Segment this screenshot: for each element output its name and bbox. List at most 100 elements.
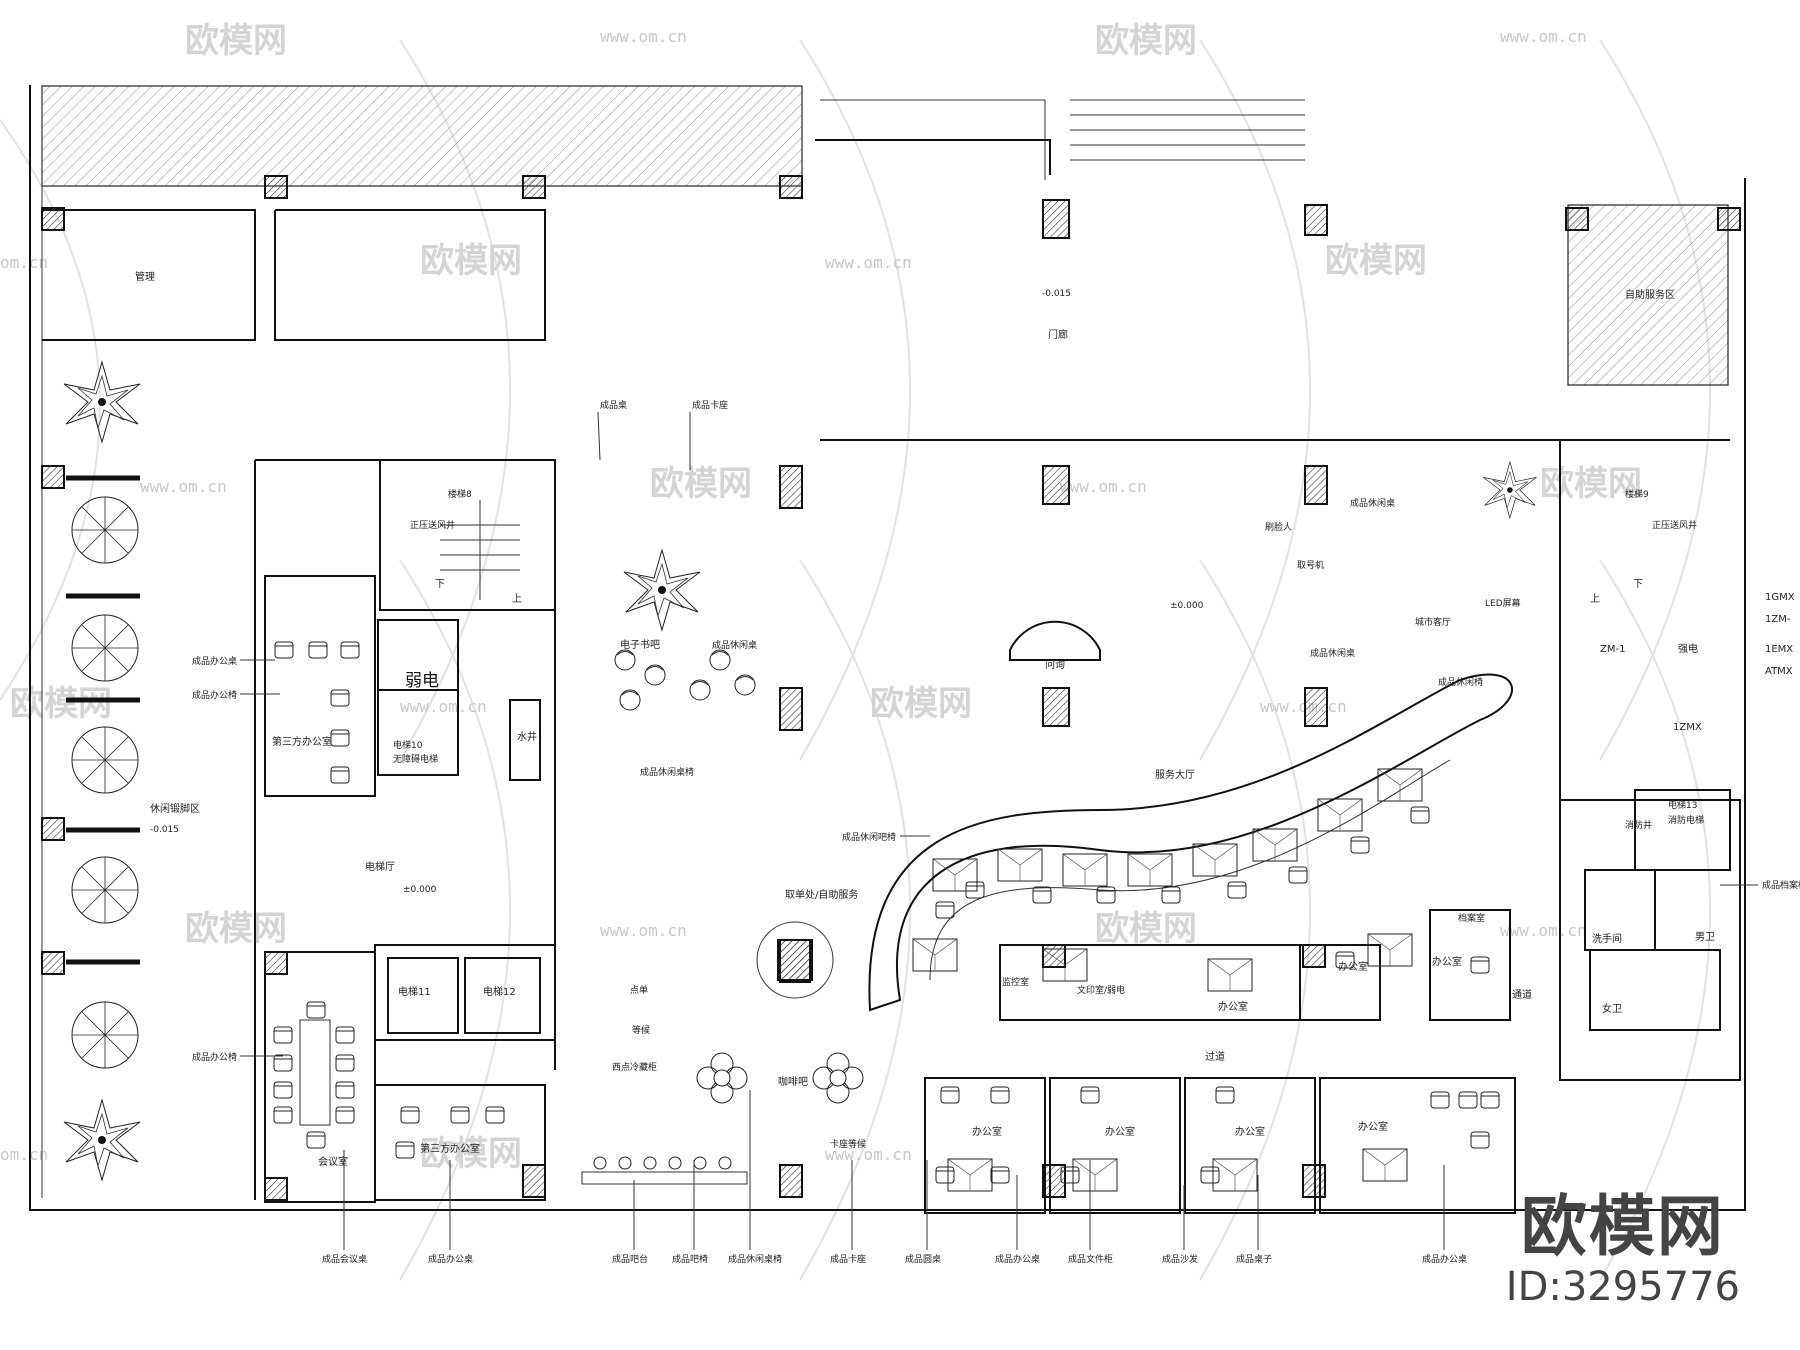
svg-text:办公室: 办公室 bbox=[1432, 955, 1462, 968]
svg-text:卡座等候: 卡座等候 bbox=[830, 1138, 866, 1150]
svg-text:上: 上 bbox=[1590, 593, 1600, 605]
svg-text:±0.000: ±0.000 bbox=[1170, 601, 1204, 611]
bottom-label: 成品沙发 bbox=[1162, 1253, 1198, 1265]
svg-text:成品休闲椅: 成品休闲椅 bbox=[1438, 676, 1483, 688]
svg-text:楼梯8: 楼梯8 bbox=[448, 488, 472, 500]
svg-text:管理: 管理 bbox=[135, 270, 155, 283]
svg-text:下: 下 bbox=[435, 579, 445, 590]
svg-text:成品休闲桌: 成品休闲桌 bbox=[712, 639, 757, 651]
svg-text:强电: 强电 bbox=[1678, 642, 1698, 655]
svg-text:监控室: 监控室 bbox=[1002, 976, 1029, 988]
svg-text:洗手间: 洗手间 bbox=[1592, 932, 1622, 945]
svg-text:无障碍电梯: 无障碍电梯 bbox=[393, 753, 438, 765]
svg-text:欧模网: 欧模网 bbox=[1095, 909, 1197, 949]
svg-text:办公室: 办公室 bbox=[1235, 1125, 1265, 1138]
svg-text:±0.000: ±0.000 bbox=[403, 885, 437, 895]
room-labels: 管理 自助服务区 门廊 -0.015 楼梯8 正压送风井 下 上 弱电 水井 第… bbox=[135, 270, 1795, 1168]
bottom-label: 成品圆桌 bbox=[905, 1253, 941, 1265]
svg-text:www.om.cn: www.om.cn bbox=[825, 1145, 912, 1164]
benches bbox=[66, 475, 140, 965]
svg-text:正压送风井: 正压送风井 bbox=[410, 519, 455, 531]
svg-text:电梯13: 电梯13 bbox=[1668, 799, 1697, 811]
bottom-label: 成品会议桌 bbox=[322, 1253, 367, 1265]
svg-text:欧模网: 欧模网 bbox=[1325, 241, 1427, 281]
svg-text:电子书吧: 电子书吧 bbox=[620, 638, 660, 651]
bottom-label: 成品文件柜 bbox=[1068, 1253, 1113, 1265]
svg-text:成品档案柜: 成品档案柜 bbox=[1762, 879, 1800, 891]
left-rooms bbox=[264, 459, 556, 1203]
svg-text:-0.015: -0.015 bbox=[1042, 289, 1071, 299]
svg-text:www.om.cn: www.om.cn bbox=[140, 477, 227, 496]
annotations: 成品桌 成品卡座 成品办公桌 成品办公椅 成品办公椅 成品休闲桌 成品休闲桌椅 … bbox=[192, 399, 1800, 1063]
bottom-labels: 成品会议桌成品办公桌成品吧台成品吧椅成品休闲桌椅成品卡座成品圆桌成品办公桌成品文… bbox=[322, 1090, 1467, 1265]
svg-text:欧模网: 欧模网 bbox=[10, 684, 112, 724]
svg-text:ZM-1: ZM-1 bbox=[1600, 644, 1625, 655]
bottom-label: 成品吧椅 bbox=[672, 1253, 708, 1265]
svg-text:欧模网: 欧模网 bbox=[185, 909, 287, 949]
svg-text:www.om.cn: www.om.cn bbox=[600, 921, 687, 940]
bar-counter bbox=[581, 1171, 748, 1185]
svg-text:成品办公椅: 成品办公椅 bbox=[192, 689, 237, 701]
bottom-label: 成品办公桌 bbox=[428, 1253, 473, 1265]
svg-text:点单: 点单 bbox=[630, 984, 648, 996]
lounge-furniture bbox=[614, 649, 864, 1104]
svg-text:咖啡吧: 咖啡吧 bbox=[778, 1076, 808, 1088]
svg-text:弱电: 弱电 bbox=[405, 671, 439, 691]
svg-text:成品桌: 成品桌 bbox=[600, 399, 627, 411]
watermarks: 欧模网 www.om.cn 欧模网 www.om.cn 欧模网 www.om.c… bbox=[0, 21, 1642, 1174]
svg-text:电梯11: 电梯11 bbox=[398, 985, 431, 998]
svg-text:www.om.cn: www.om.cn bbox=[1500, 27, 1587, 46]
svg-text:过道: 过道 bbox=[1205, 1050, 1225, 1063]
svg-text:成品办公桌: 成品办公桌 bbox=[192, 655, 237, 667]
svg-text:www.om.cn: www.om.cn bbox=[1500, 921, 1587, 940]
svg-text:电梯厅: 电梯厅 bbox=[365, 860, 395, 873]
svg-text:欧模网: 欧模网 bbox=[420, 1134, 522, 1174]
svg-text:www.om.cn: www.om.cn bbox=[600, 27, 687, 46]
svg-text:ATMX: ATMX bbox=[1765, 666, 1793, 677]
svg-text:办公室: 办公室 bbox=[1338, 960, 1368, 973]
columns bbox=[41, 175, 1741, 1201]
svg-text:成品休闲桌椅: 成品休闲桌椅 bbox=[640, 766, 694, 778]
svg-text:上: 上 bbox=[512, 593, 522, 605]
svg-text:楼梯9: 楼梯9 bbox=[1625, 488, 1649, 500]
svg-text:欧模网: 欧模网 bbox=[185, 21, 287, 61]
svg-text:问询: 问询 bbox=[1045, 658, 1065, 671]
svg-text:服务大厅: 服务大厅 bbox=[1155, 768, 1195, 781]
svg-text:www.om.cn: www.om.cn bbox=[1260, 697, 1347, 716]
svg-text:下: 下 bbox=[1633, 579, 1643, 590]
svg-text:办公室: 办公室 bbox=[1105, 1125, 1135, 1138]
svg-text:欧模网: 欧模网 bbox=[650, 464, 752, 504]
svg-text:om.cn: om.cn bbox=[0, 1145, 48, 1164]
svg-text:男卫: 男卫 bbox=[1695, 931, 1715, 943]
svg-text:欧模网: 欧模网 bbox=[870, 684, 972, 724]
top-hatched-zone bbox=[41, 85, 803, 187]
svg-text:欧模网: 欧模网 bbox=[1095, 21, 1197, 61]
bottom-label: 成品吧台 bbox=[612, 1253, 648, 1265]
svg-text:取单处/自助服务: 取单处/自助服务 bbox=[785, 888, 858, 901]
bottom-label: 成品休闲桌椅 bbox=[728, 1253, 782, 1265]
brand-id: ID:3295776 bbox=[1505, 1264, 1740, 1310]
svg-text:成品休闲桌: 成品休闲桌 bbox=[1350, 497, 1395, 509]
bottom-label: 成品办公桌 bbox=[995, 1253, 1040, 1265]
lower-offices bbox=[924, 789, 1741, 1214]
svg-text:文印室/弱电: 文印室/弱电 bbox=[1077, 984, 1125, 996]
svg-text:om.cn: om.cn bbox=[0, 253, 48, 272]
svg-text:休闲锻脚区: 休闲锻脚区 bbox=[150, 802, 200, 815]
svg-text:-0.015: -0.015 bbox=[150, 825, 179, 835]
svg-text:女卫: 女卫 bbox=[1602, 1002, 1622, 1015]
svg-text:成品休闲桌: 成品休闲桌 bbox=[1310, 647, 1355, 659]
svg-text:www.om.cn: www.om.cn bbox=[825, 253, 912, 272]
left-furniture bbox=[273, 641, 505, 1159]
svg-text:消防电梯: 消防电梯 bbox=[1668, 814, 1704, 826]
svg-text:水井: 水井 bbox=[517, 730, 537, 743]
svg-text:等候: 等候 bbox=[632, 1024, 650, 1036]
svg-text:通道: 通道 bbox=[1512, 988, 1532, 1001]
svg-text:第三方办公室: 第三方办公室 bbox=[420, 1142, 480, 1155]
bar-stools bbox=[593, 1156, 732, 1170]
bottom-label: 成品桌子 bbox=[1236, 1253, 1272, 1265]
svg-text:1GMX: 1GMX bbox=[1765, 592, 1795, 603]
svg-text:消防井: 消防井 bbox=[1625, 819, 1652, 831]
svg-text:西点冷藏柜: 西点冷藏柜 bbox=[612, 1061, 657, 1073]
svg-text:电梯10: 电梯10 bbox=[393, 739, 423, 751]
